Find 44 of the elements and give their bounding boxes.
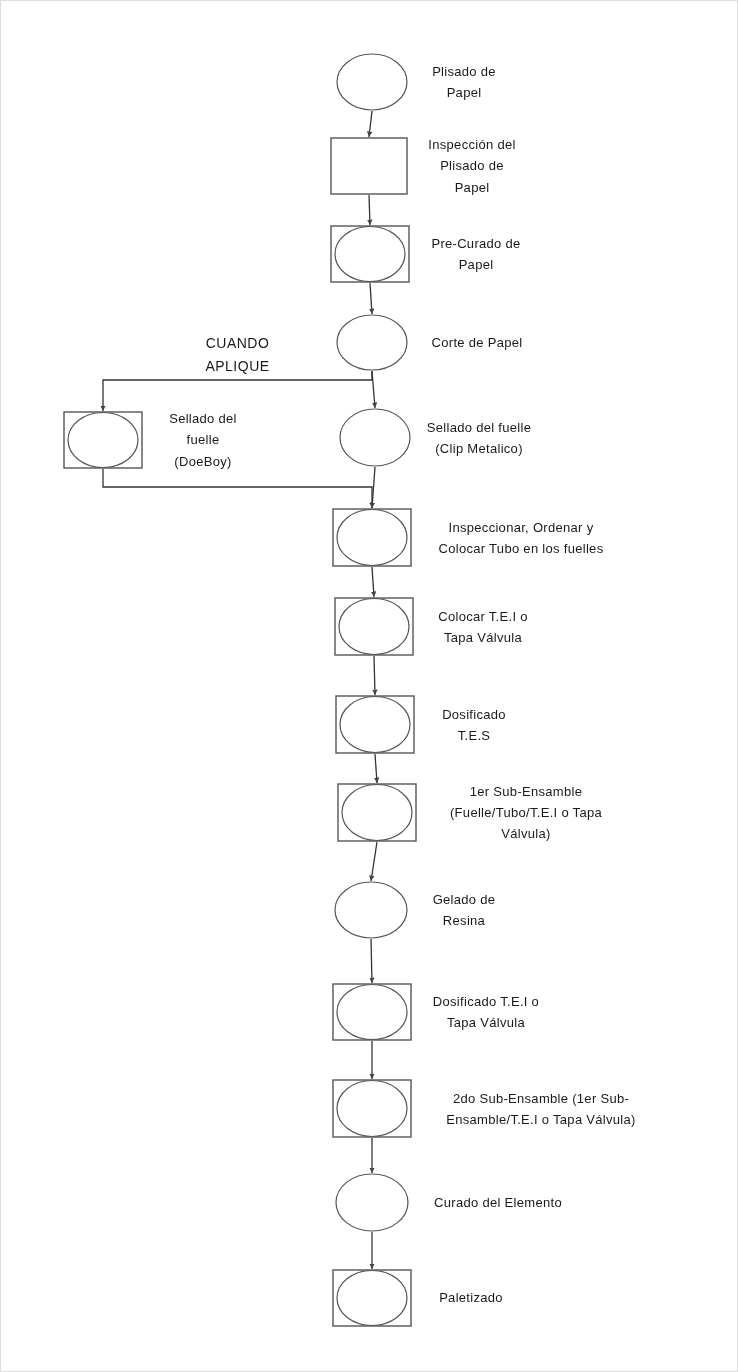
flow-arrow [370, 566, 377, 598]
flow-arrow [367, 194, 373, 226]
step-label: 1er Sub-Ensamble (Fuelle/Tubo/T.E.I o Tapa Válvula) [449, 782, 603, 844]
step-label: Corte de Papel [430, 333, 524, 352]
combined-operation-symbol [330, 225, 410, 283]
combined-operation-symbol [332, 983, 412, 1041]
flow-arrow [369, 841, 378, 882]
flow-arrow [100, 370, 373, 412]
operation-circle [336, 314, 408, 371]
operation-circle [335, 1173, 409, 1232]
step-label: 2do Sub-Ensamble (1er Sub-Ensamble/T.E.I o Tapa Válvula) [445, 1089, 637, 1129]
flow-arrow [366, 110, 373, 138]
step-label: Sellado del fuelle (Clip Metalico) [425, 418, 533, 458]
combined-operation-symbol [335, 695, 415, 754]
step-label: Sellado del fuelle (DoeBoy) [168, 409, 238, 471]
step-label: Paletizado [438, 1289, 504, 1308]
flow-arrow [369, 1137, 375, 1174]
combined-operation-symbol [332, 508, 412, 567]
step-label: Dosificado T.E.S [441, 705, 507, 745]
combined-operation-symbol [334, 597, 414, 656]
step-label: Dosificado T.E.I o Tapa Válvula [431, 992, 541, 1032]
step-label: Pre-Curado de Papel [430, 234, 522, 274]
step-label: Inspeccionar, Ordenar y Colocar Tubo en los fuelles [437, 518, 605, 558]
step-label: Plisado de Papel [431, 62, 497, 102]
step-label: Colocar T.E.I o Tapa Válvula [437, 607, 529, 647]
combined-operation-symbol [332, 1269, 412, 1327]
operation-circle [339, 408, 411, 467]
step-label: Gelado de Resina [431, 890, 497, 930]
flow-arrow [368, 282, 375, 315]
flow-arrow [369, 1231, 375, 1270]
step-label: Inspección del Plisado de Papel [427, 135, 517, 197]
inspection-square [330, 137, 408, 195]
combined-operation-symbol [332, 1079, 412, 1138]
flow-arrow [373, 753, 380, 784]
step-label: Curado del Elemento [433, 1193, 563, 1212]
operation-circle [336, 53, 408, 111]
flow-arrow [371, 370, 378, 409]
combined-operation-symbol [63, 411, 143, 469]
flow-arrow [369, 466, 376, 509]
flow-arrow [369, 1040, 375, 1080]
operation-circle [334, 881, 408, 939]
flow-arrow [372, 655, 378, 696]
flow-arrow [369, 938, 375, 984]
combined-operation-symbol [337, 783, 417, 842]
